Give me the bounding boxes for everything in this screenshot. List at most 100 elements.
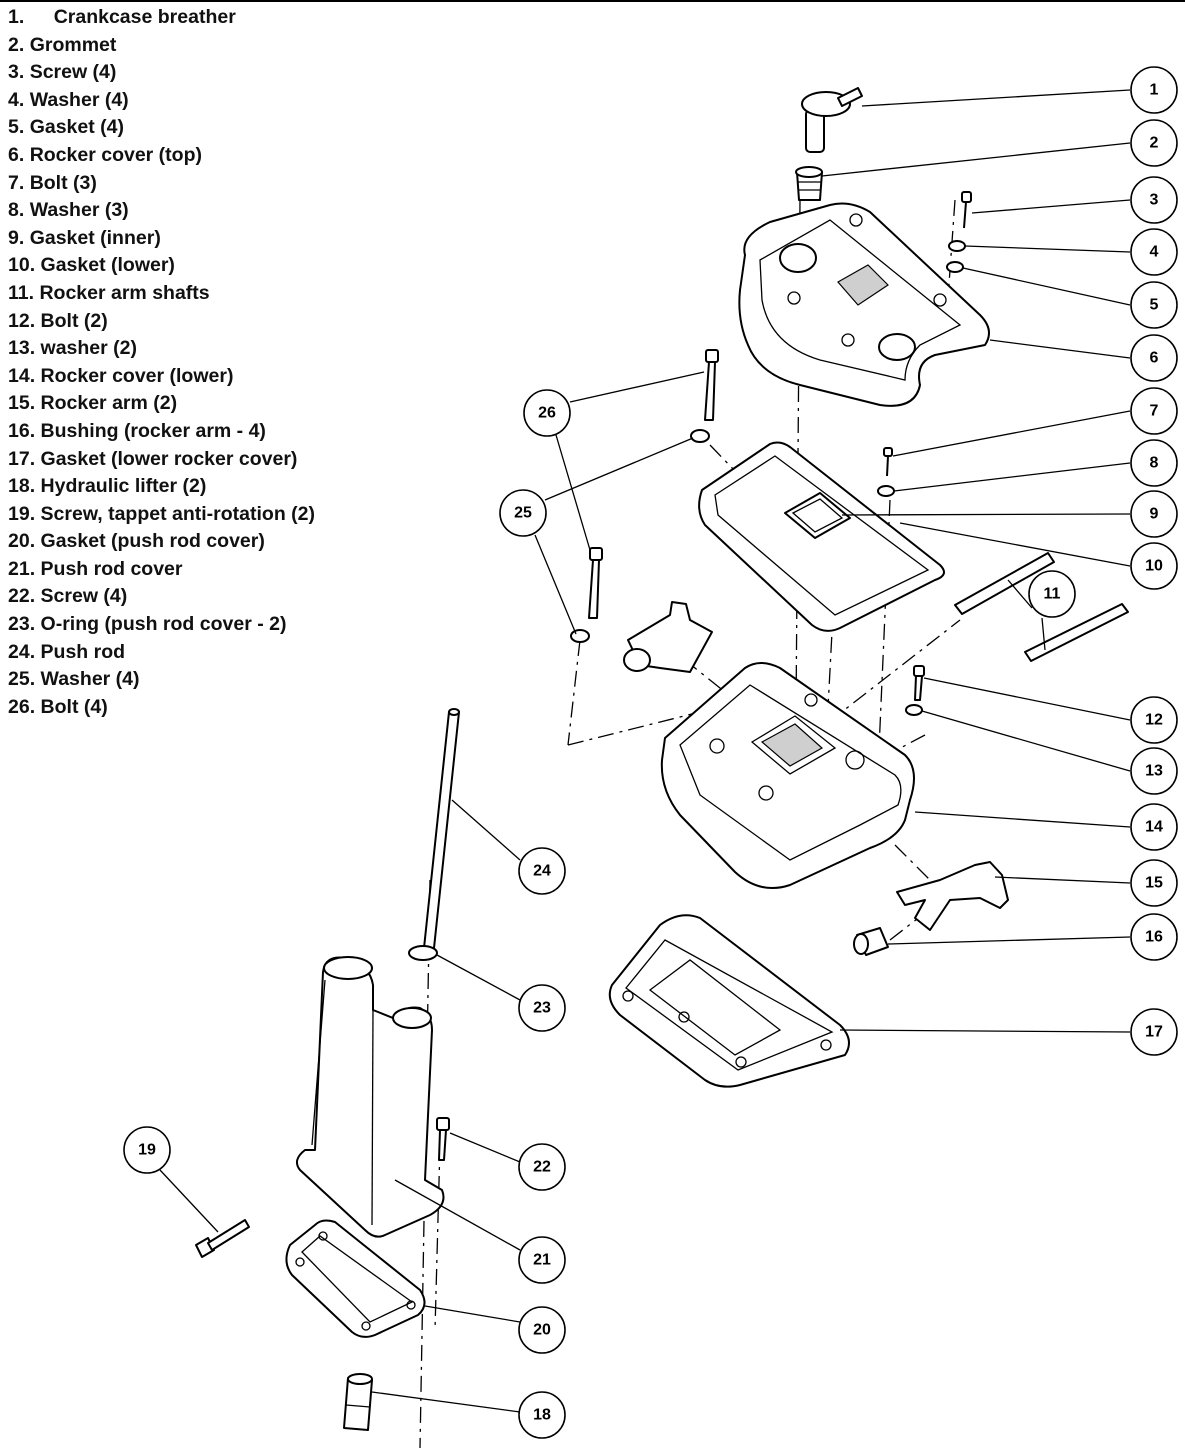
legend-name: Screw, tappet anti-rotation (2): [40, 502, 315, 525]
legend-number: 9.: [8, 226, 25, 249]
top-rule: [0, 0, 1185, 2]
rocker-cover-lower-part: [660, 662, 915, 889]
legend-number: 1.: [8, 6, 25, 28]
callout-21: 21: [518, 1236, 566, 1284]
callout-12: 12: [1130, 696, 1178, 744]
callout-15: 15: [1130, 859, 1178, 907]
legend-number: 11.: [8, 281, 35, 304]
callout-20: 20: [518, 1306, 566, 1354]
callout-label: 24: [533, 863, 551, 880]
callout-5: 5: [1130, 281, 1178, 329]
legend-item: 14. Rocker cover (lower): [8, 363, 315, 391]
screw-washer-set-top: [946, 191, 972, 273]
legend-name: Rocker arm (2): [40, 392, 178, 415]
callout-label: 23: [533, 1000, 551, 1017]
legend-item: 8. Washer (3): [8, 197, 315, 225]
legend-name: Gasket (inner): [29, 226, 161, 249]
legend-number: 17.: [8, 447, 36, 470]
callout-label: 8: [1150, 455, 1159, 472]
callout-label: 26: [538, 405, 556, 422]
legend-name: washer (2): [40, 337, 137, 360]
legend-item: 3. Screw (4): [8, 59, 315, 87]
gasket-push-rod-cover-part: [285, 1219, 426, 1338]
legend-item: 17. Gasket (lower rocker cover): [8, 446, 315, 474]
callout-1: 1: [1130, 66, 1178, 114]
legend-name: Rocker arm shafts: [39, 281, 210, 304]
callout-label: 22: [533, 1159, 551, 1176]
legend-number: 10.: [8, 254, 36, 277]
callout-label: 21: [533, 1252, 551, 1269]
legend-number: 22.: [8, 585, 36, 608]
bolt-washer-set-mid: [877, 447, 895, 497]
legend-name: Gasket (lower rocker cover): [40, 447, 298, 470]
push-rod-part: [423, 708, 460, 949]
legend-item: 11. Rocker arm shafts: [8, 280, 315, 308]
callout-label: 18: [533, 1407, 551, 1424]
legend-item: 15. Rocker arm (2): [8, 390, 315, 418]
gasket-lower-rocker-cover-part: [608, 914, 850, 1088]
callout-24: 24: [518, 847, 566, 895]
legend-number: 20.: [8, 530, 36, 553]
callout-label: 19: [138, 1142, 156, 1159]
legend-item: 2. Grommet: [8, 32, 315, 60]
hydraulic-lifter-part: [343, 1373, 373, 1431]
legend-item: 21. Push rod cover: [8, 556, 315, 584]
legend-item: 13. washer (2): [8, 335, 315, 363]
legend-item: 25. Washer (4): [8, 666, 315, 694]
callout-label: 10: [1145, 558, 1163, 575]
callout-26: 26: [523, 389, 571, 437]
callout-7: 7: [1130, 387, 1178, 435]
o-ring-part: [408, 945, 438, 961]
legend-item: 5. Gasket (4): [8, 114, 315, 142]
callout-17: 17: [1130, 1008, 1178, 1056]
legend-number: 8.: [8, 199, 25, 222]
legend-item: 20. Gasket (push rod cover): [8, 528, 315, 556]
parts-legend: 1. Crankcase breather 2. Grommet 3. Scre…: [8, 4, 315, 721]
rocker-arm-part: [896, 861, 1009, 931]
screw-cover-part: [436, 1117, 450, 1161]
legend-name: Crankcase breather: [53, 6, 236, 28]
legend-item: 10. Gasket (lower): [8, 252, 315, 280]
callout-18: 18: [518, 1391, 566, 1439]
legend-name: Gasket (push rod cover): [40, 530, 265, 553]
legend-name: Gasket (4): [29, 116, 124, 139]
callout-13: 13: [1130, 747, 1178, 795]
legend-number: 4.: [8, 88, 25, 111]
callout-3: 3: [1130, 176, 1178, 224]
bolt-washer-set-low: [905, 665, 925, 716]
callout-label: 1: [1150, 82, 1159, 99]
legend-item: 18. Hydraulic lifter (2): [8, 473, 315, 501]
leader-lines: [159, 89, 1131, 1413]
legend-item: 1. Crankcase breather: [8, 4, 315, 32]
legend-name: Washer (4): [40, 668, 140, 691]
legend-item: 26. Bolt (4): [8, 694, 315, 722]
legend-number: 21.: [8, 557, 36, 580]
callout-label: 11: [1044, 586, 1061, 603]
legend-item: 12. Bolt (2): [8, 308, 315, 336]
legend-name: O-ring (push rod cover - 2): [40, 613, 287, 636]
callout-label: 20: [533, 1322, 551, 1339]
callout-23: 23: [518, 984, 566, 1032]
legend-name: Gasket (lower): [40, 254, 175, 277]
callout-label: 3: [1150, 192, 1159, 209]
legend-name: Washer (3): [29, 199, 129, 222]
legend-name: Rocker cover (top): [29, 143, 202, 166]
legend-name: Bushing (rocker arm - 4): [40, 419, 266, 442]
legend-number: 13.: [8, 337, 36, 360]
callout-label: 4: [1150, 244, 1159, 261]
legend-name: Push rod cover: [40, 557, 183, 580]
legend-number: 2.: [8, 33, 25, 56]
rocker-cover-top-part: [738, 202, 990, 407]
gasket-lower-part: [698, 441, 945, 632]
callout-8: 8: [1130, 439, 1178, 487]
callout-10: 10: [1130, 542, 1178, 590]
legend-number: 16.: [8, 419, 36, 442]
rocker-arm-shafts-part: [954, 552, 1129, 662]
legend-number: 6.: [8, 143, 25, 166]
legend-name: Bolt (4): [40, 695, 108, 718]
callout-22: 22: [518, 1143, 566, 1191]
legend-number: 26.: [8, 695, 36, 718]
legend-item: 6. Rocker cover (top): [8, 142, 315, 170]
legend-name: Grommet: [29, 33, 117, 56]
